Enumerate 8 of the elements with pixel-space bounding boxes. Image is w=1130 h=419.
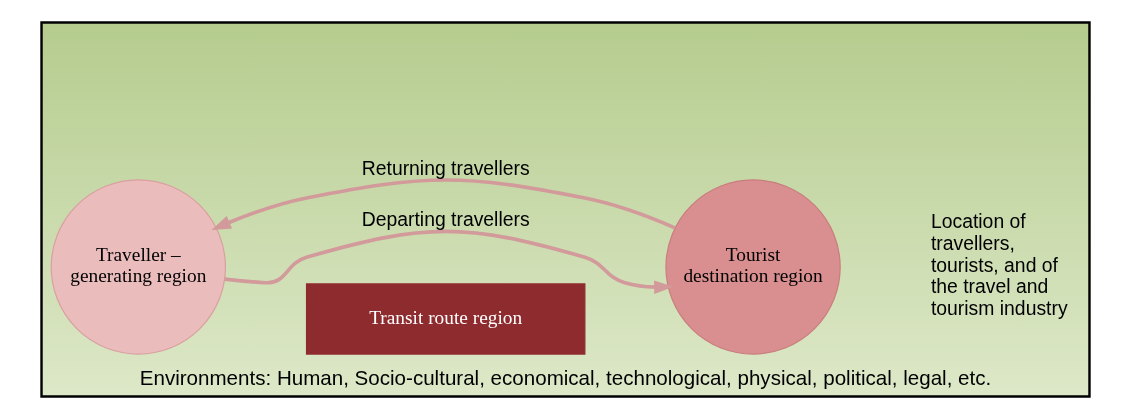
node-circle: Tourist destination region [664, 179, 841, 355]
label: Location of travellers, tourists, and of the travel and tourism industry [930, 210, 1068, 320]
node-box: Transit route region [305, 283, 585, 355]
arrow [211, 178, 676, 230]
edge-label: Departing travellers [361, 207, 530, 230]
node-circle: Traveller – generating region [50, 179, 226, 355]
arrow [224, 229, 674, 294]
edge-label: Returning travellers [361, 156, 530, 179]
